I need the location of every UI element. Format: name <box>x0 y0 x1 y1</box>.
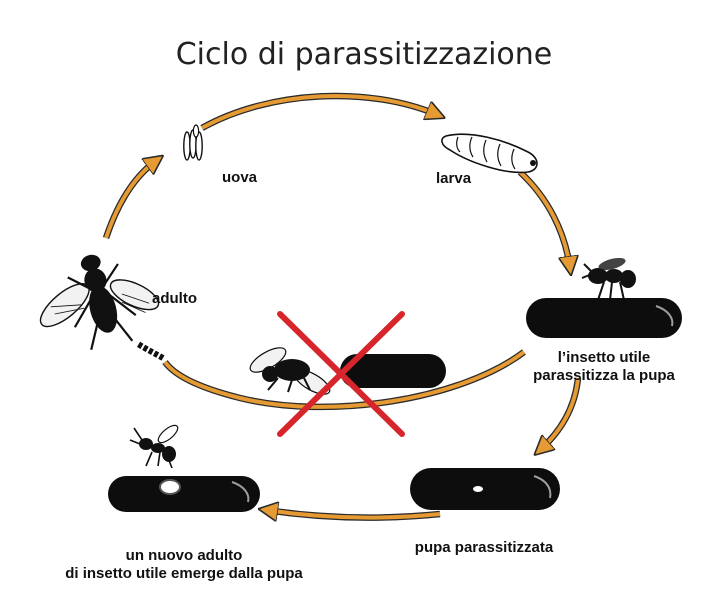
larva-icon <box>441 133 538 174</box>
arrow-to-new-adult <box>266 510 441 517</box>
label-eggs: uova <box>222 169 258 186</box>
page-title: Ciclo di parassitizzazione <box>176 37 553 72</box>
arrow-interrupted-cycle <box>162 349 526 411</box>
parasitized-pupa-icon <box>410 468 560 510</box>
arrow-dashed-segment <box>136 341 165 361</box>
label-emerges-line2: di insetto utile emerge dalla pupa <box>65 565 303 582</box>
label-larva: larva <box>436 170 472 187</box>
blocked-emergence-group <box>249 311 446 437</box>
label-parasitized-pupa: pupa parassitizzata <box>415 539 554 556</box>
label-emerges-line1: un nuovo adulto <box>126 547 243 564</box>
label-parasitizes-line1: l’insetto utile <box>558 349 651 366</box>
arrow-eggs-to-larva <box>200 92 438 131</box>
label-parasitizes-line2: parassitizza la pupa <box>533 367 675 384</box>
emerged-pupa-icon <box>108 476 260 512</box>
cycle-arrows <box>102 92 582 518</box>
cross-icon <box>277 311 405 437</box>
label-adult: adulto <box>152 290 197 307</box>
fly-emerging-icon <box>249 347 331 395</box>
pupa-icon <box>526 298 682 338</box>
pupa-icon <box>340 354 446 388</box>
arrow-to-parasitized-pupa <box>540 377 582 450</box>
arrow-adult-to-eggs <box>102 160 157 240</box>
wasp-icon <box>581 257 636 301</box>
arrow-larva-to-pupa <box>517 169 570 268</box>
fly-adult-icon <box>39 254 160 351</box>
new-wasp-icon <box>129 424 179 469</box>
eggs-icon <box>183 124 203 161</box>
